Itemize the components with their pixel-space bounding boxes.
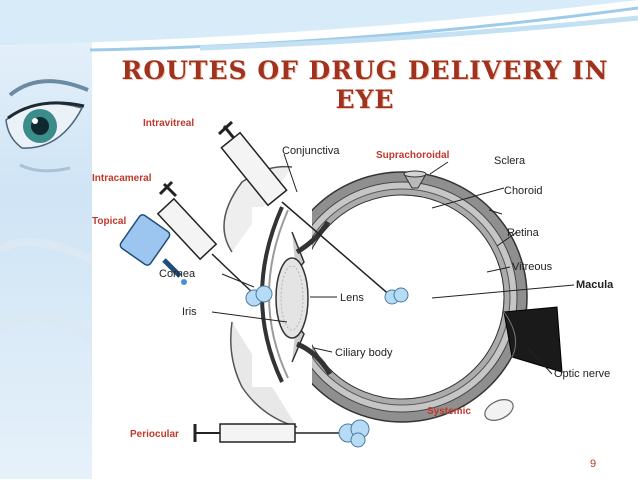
header-swoosh <box>0 0 638 52</box>
label-suprachoroidal: Suprachoroidal <box>376 150 450 161</box>
drug-cloud-vitreous <box>384 287 409 305</box>
label-choroid: Choroid <box>504 185 543 197</box>
label-systemic: Systemic <box>427 406 471 417</box>
intravitreal-syringe-icon <box>217 120 393 298</box>
suprachoroidal-funnel-icon <box>403 170 427 189</box>
page-number: 9 <box>590 458 597 470</box>
label-sclera: Sclera <box>494 155 526 167</box>
topical-dropper-icon <box>119 214 187 285</box>
decorative-band <box>0 0 96 479</box>
leader-lines <box>211 153 575 375</box>
drug-cloud-cornea <box>245 285 273 307</box>
drug-cloud-periocular <box>338 419 370 448</box>
ciliary-body-shape-upper <box>295 220 331 255</box>
label-periocular: Periocular <box>130 429 179 440</box>
eye-diagram: Intravitreal Intracameral Topical Suprac… <box>92 118 614 448</box>
lens-shape <box>275 257 309 339</box>
label-retina: Retina <box>507 227 540 239</box>
label-conjunctiva: Conjunctiva <box>282 145 340 157</box>
slide-title: ROUTES OF DRUG DELIVERY IN EYE <box>121 56 609 114</box>
eye-photo-image <box>0 79 96 344</box>
label-topical: Topical <box>92 216 126 227</box>
label-cornea: Cornea <box>159 268 196 280</box>
periocular-syringe-icon <box>193 423 340 443</box>
label-lens: Lens <box>340 292 364 304</box>
label-intravitreal: Intravitreal <box>143 118 194 129</box>
label-ciliary-body: Ciliary body <box>335 347 393 359</box>
intracameral-syringe-icon <box>156 180 255 295</box>
label-iris: Iris <box>182 306 197 318</box>
label-intracameral: Intracameral <box>92 173 152 184</box>
optic-nerve-shape <box>503 306 563 373</box>
eye-diagram-panel: Intravitreal Intracameral Topical Suprac… <box>92 112 623 465</box>
label-vitreous: Vitreous <box>512 261 553 273</box>
label-optic-nerve: Optic nerve <box>554 368 610 380</box>
ciliary-body-shape <box>296 341 333 376</box>
label-macula: Macula <box>576 279 614 291</box>
systemic-pill-icon <box>484 399 514 421</box>
